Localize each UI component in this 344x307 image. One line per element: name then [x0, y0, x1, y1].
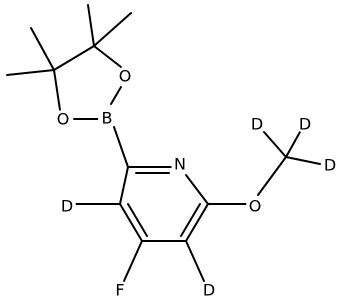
bond-methyl-2 — [93, 12, 132, 47]
atom-d-methyl-left: D — [248, 115, 266, 134]
bonds — [6, 4, 321, 282]
atom-d-c5: D — [200, 281, 218, 300]
atom-o-lower: O — [54, 110, 72, 129]
atom-label-d-c5: D — [203, 281, 215, 300]
bond-methyl-1 — [87, 4, 95, 47]
bond-b-c2 — [113, 126, 129, 168]
bond-cd3-d-lower — [285, 156, 321, 165]
bond-cd3-d-right — [285, 131, 301, 158]
bond-c6-c5 — [185, 203, 209, 242]
bond-c4-c3 — [119, 203, 143, 242]
bond-c6-c5-inner — [180, 203, 201, 237]
atom-o-methoxy: O — [246, 197, 264, 216]
atom-n1: N — [171, 155, 189, 174]
bond-c4-c3-inner — [127, 203, 148, 237]
atom-f: F — [111, 281, 129, 300]
atom-label-d-methyl-right: D — [299, 115, 311, 134]
bond-n1-c6 — [185, 174, 209, 205]
bond-c-o-lower — [53, 69, 61, 111]
atom-label-o-lower: O — [57, 110, 70, 129]
bond-b-o-upper — [110, 86, 122, 105]
bond-o-c-upper — [93, 45, 122, 68]
atom-label-o-methoxy: O — [249, 197, 262, 216]
bond-c5-d — [185, 240, 205, 282]
atom-label-n: N — [174, 155, 186, 174]
atom-label-o-upper: O — [119, 67, 132, 86]
atom-label-f: F — [115, 281, 124, 300]
bond-c-c-ring — [53, 45, 95, 71]
bond-methyl-4 — [6, 69, 55, 76]
bond-c3-c2 — [119, 166, 129, 205]
atom-d-c3: D — [58, 197, 76, 216]
atom-label-d-c3: D — [61, 197, 73, 216]
atom-label-d-methyl-lower: D — [324, 156, 336, 175]
bond-methyl-3 — [30, 27, 55, 71]
bond-cd3-d-left — [263, 131, 287, 158]
atom-d-methyl-right: D — [296, 115, 314, 134]
atom-label-b: B — [102, 109, 113, 128]
atom-b: B — [98, 109, 116, 128]
atom-o-upper: O — [116, 67, 134, 86]
atom-label-d-methyl-left: D — [251, 115, 263, 134]
atom-labels: N B O O O F D D — [54, 67, 339, 300]
bond-o-cd3 — [257, 156, 287, 196]
bond-c4-f — [123, 240, 143, 282]
atom-d-methyl-lower: D — [321, 156, 339, 175]
